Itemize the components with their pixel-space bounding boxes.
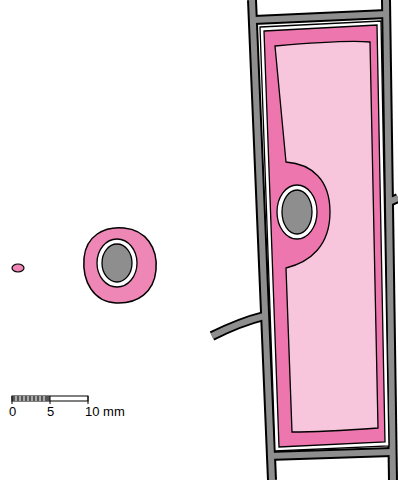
- cytoplasm: [264, 25, 385, 447]
- nucleus-envelope: [97, 239, 137, 287]
- nucleus: [282, 190, 312, 234]
- scale-label: 0: [9, 404, 16, 419]
- scale-bar: [12, 396, 88, 404]
- scale-label: 10 mm: [85, 404, 125, 419]
- small-cell: [12, 264, 24, 272]
- vacuole: [275, 41, 378, 432]
- nucleus: [102, 244, 132, 282]
- round-cell: [84, 228, 156, 303]
- nucleus-envelope: [277, 185, 317, 239]
- scale-label: 5: [47, 404, 54, 419]
- cell-walls: [212, 0, 398, 480]
- cell-membrane: [260, 21, 389, 451]
